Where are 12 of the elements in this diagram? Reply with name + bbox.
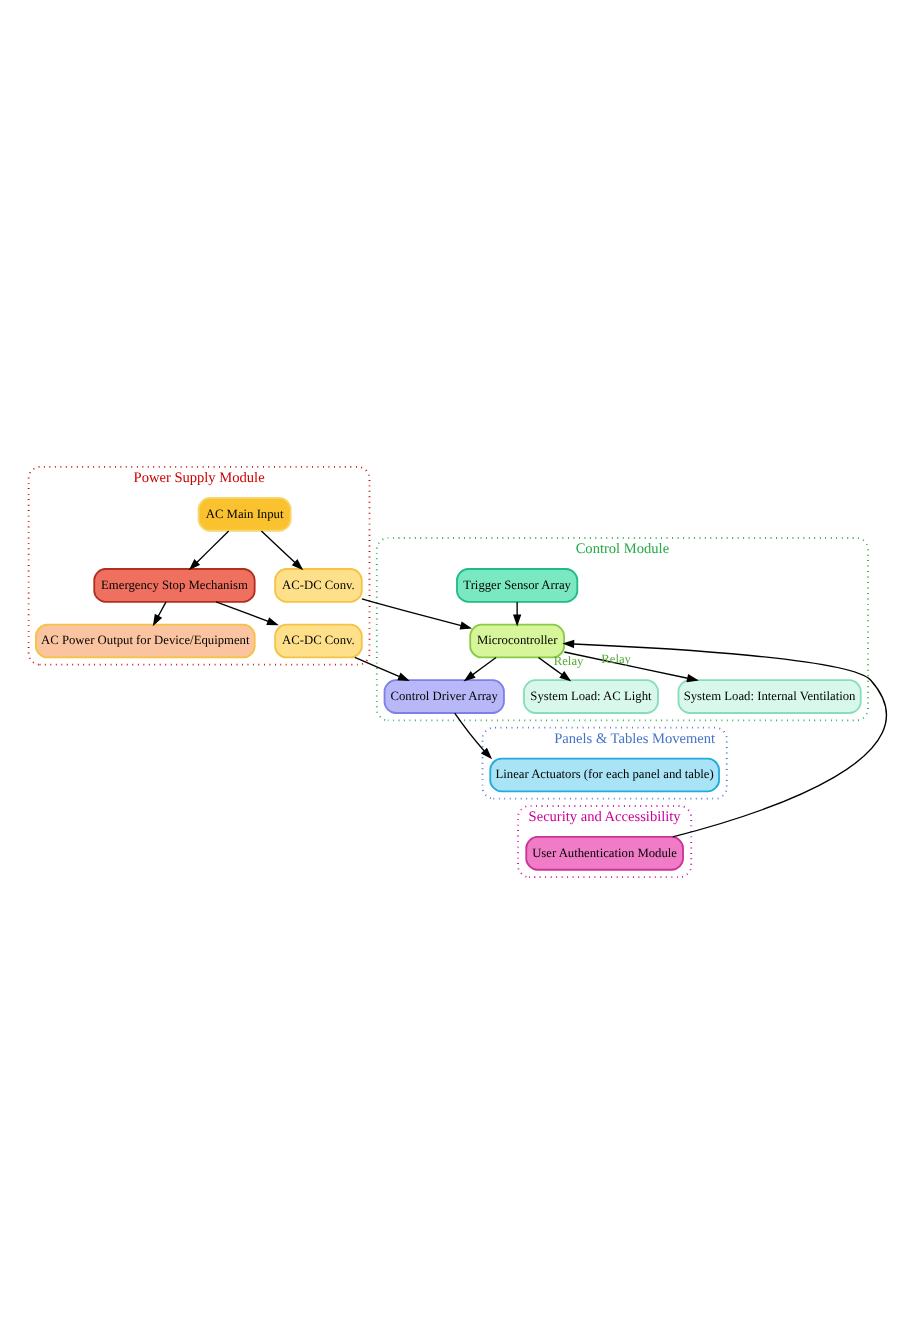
arrow xyxy=(354,655,410,680)
arrow xyxy=(188,529,230,570)
arrow xyxy=(563,650,699,682)
arrow xyxy=(562,638,888,837)
arrow xyxy=(215,600,279,625)
arrow xyxy=(260,529,304,570)
arrow xyxy=(537,655,572,681)
arrow xyxy=(463,655,497,681)
arrow xyxy=(513,600,522,626)
arrow xyxy=(454,711,493,759)
arrow xyxy=(152,600,167,626)
arrow xyxy=(361,597,473,629)
